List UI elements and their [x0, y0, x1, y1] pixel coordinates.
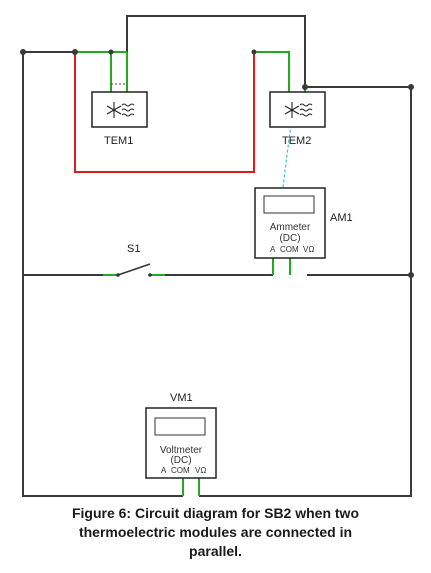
voltmeter-display [154, 417, 206, 436]
voltmeter-terminal-a: A [161, 466, 167, 475]
heat-waves-icon [299, 103, 313, 117]
tem2-label: TEM2 [282, 135, 311, 147]
voltmeter-name: Voltmeter [160, 445, 203, 456]
voltmeter-terminal-com: COM [171, 466, 190, 475]
positive-wire [74, 52, 255, 173]
ammeter-terminal-a: A [270, 245, 276, 254]
tem1-label: TEM1 [104, 135, 133, 147]
ammeter-am1: Ammeter (DC) A COM VΩ AM1 [254, 187, 353, 259]
caption-line-3: parallel. [189, 543, 242, 559]
tem2-module: TEM2 [269, 91, 326, 147]
tem1-module: TEM1 [91, 91, 148, 147]
voltmeter-vm1: Voltmeter (DC) A COM VΩ VM1 [145, 392, 217, 479]
junction-dots [20, 49, 414, 278]
snowflake-icon [106, 102, 122, 118]
caption-line-2: thermoelectric modules are connected in [78, 524, 353, 540]
ammeter-display [263, 195, 315, 214]
ammeter-terminal-v: VΩ [303, 245, 314, 254]
switch-label: S1 [127, 243, 140, 255]
ammeter-terminal-com: COM [280, 245, 299, 254]
heat-waves-icon [121, 103, 135, 117]
voltmeter-terminal-v: VΩ [195, 466, 206, 475]
ammeter-name: Ammeter [270, 222, 311, 233]
circuit-diagram: S1 TEM1 TEM2 A [20, 15, 414, 497]
snowflake-icon [284, 102, 300, 118]
black-wires [22, 15, 412, 497]
switch-s1: S1 [116, 243, 152, 277]
caption-line-1: Figure 6: Circuit diagram for SB2 when t… [71, 505, 360, 521]
voltmeter-ref: VM1 [170, 392, 193, 404]
ammeter-ref: AM1 [330, 212, 353, 224]
figure-caption: Figure 6: Circuit diagram for SB2 when t… [0, 504, 431, 561]
voltmeter-mode: (DC) [170, 455, 191, 466]
ammeter-mode: (DC) [279, 233, 300, 244]
